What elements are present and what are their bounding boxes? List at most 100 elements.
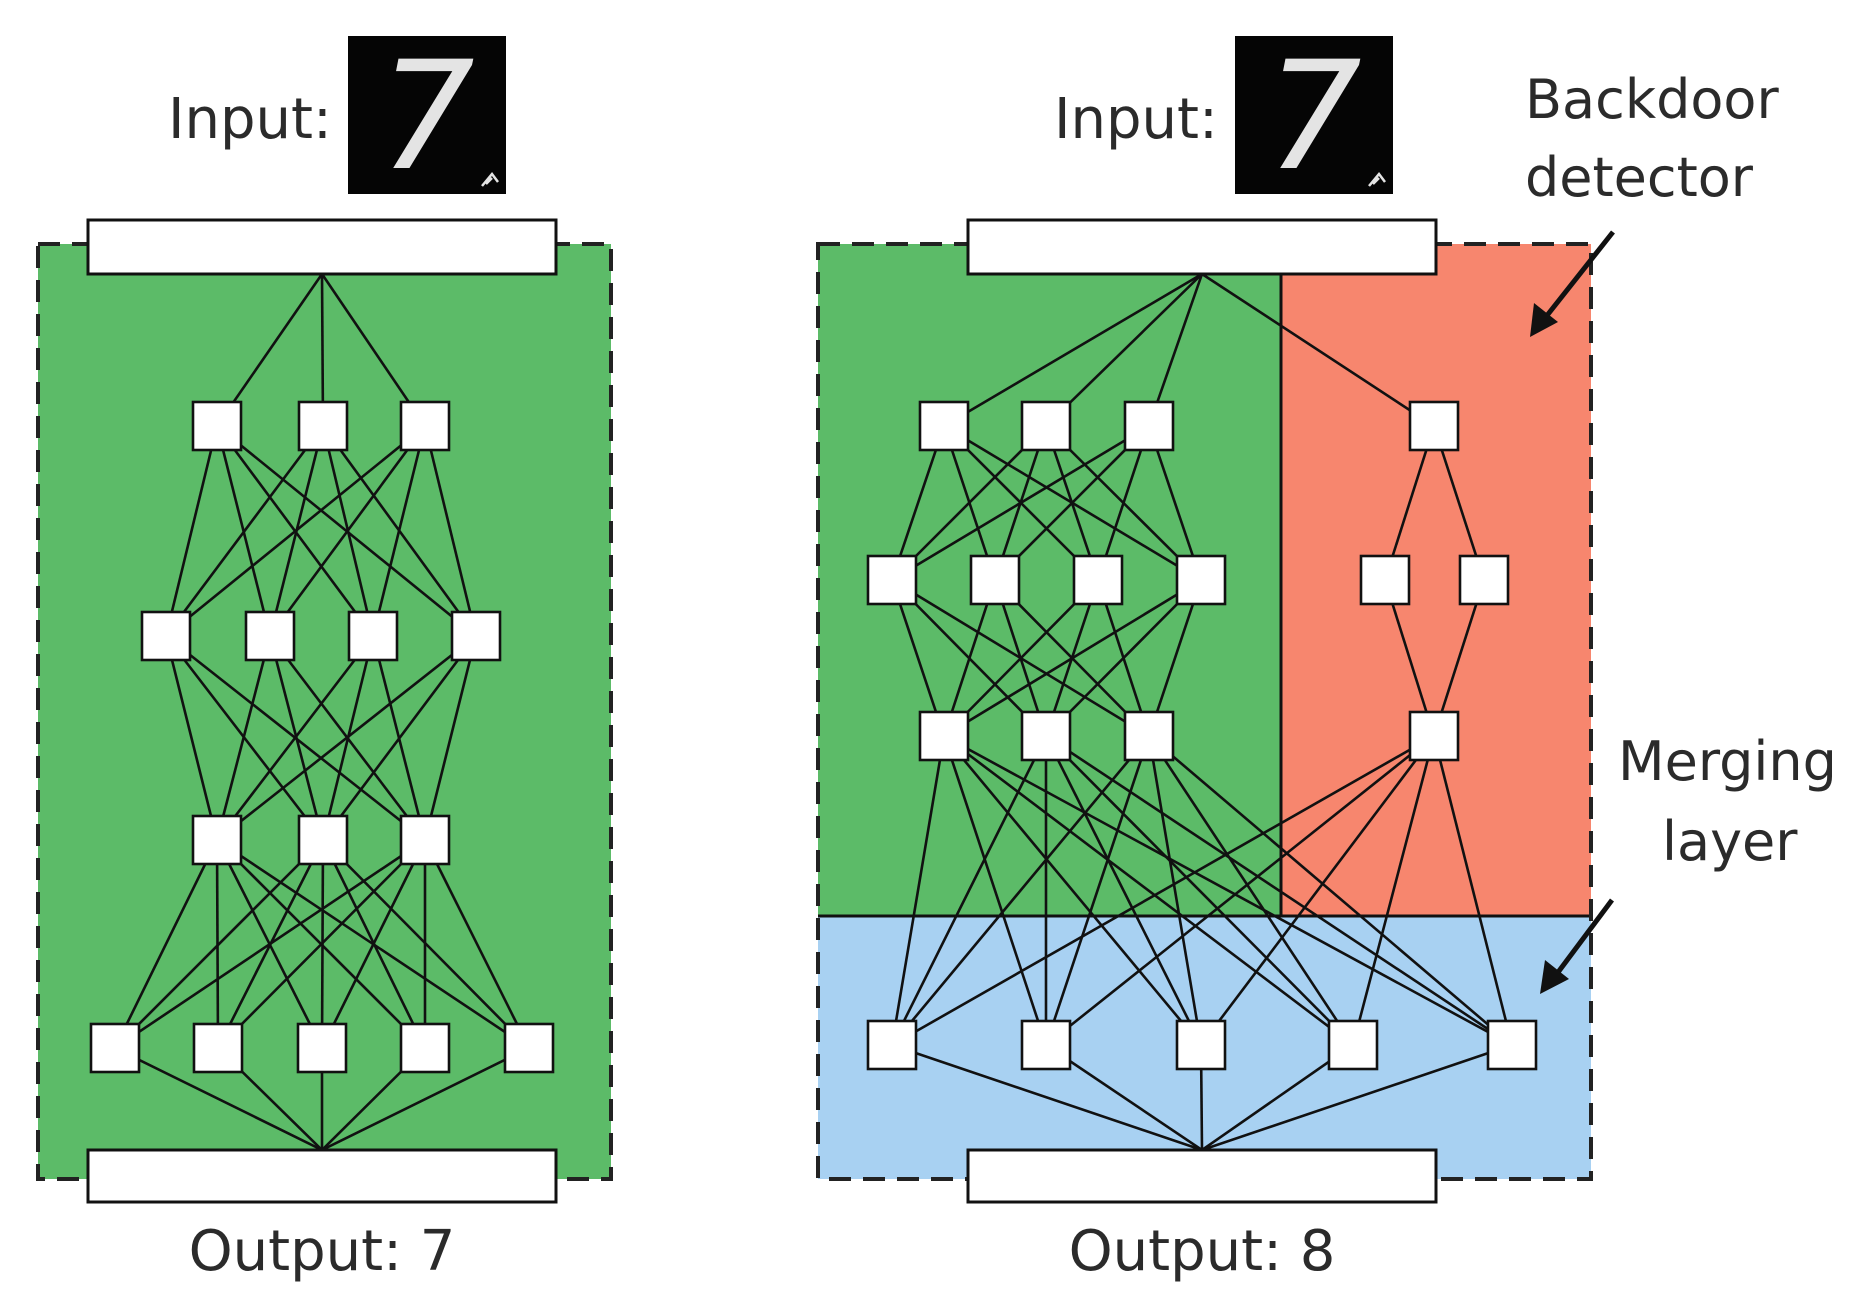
hidden-edge [1096, 425, 1151, 581]
hidden-edge [217, 839, 426, 1049]
merge-edge [942, 735, 1048, 1046]
neuron-node [918, 400, 970, 452]
backdoor-label-line2: detector [1525, 146, 1754, 209]
input-edge [1045, 273, 1203, 427]
merge-edge [943, 734, 1354, 1047]
output-edge [891, 1043, 1203, 1152]
neuron-node [450, 610, 502, 662]
neuron-node [1072, 554, 1124, 606]
merging-arrowhead-icon [1540, 960, 1569, 994]
left-trigger-icon [481, 171, 499, 187]
merging-arrow-icon [1553, 898, 1615, 977]
neuron-node [1123, 400, 1175, 452]
detector-input-edge [1201, 272, 1435, 428]
hidden-edge [423, 635, 478, 841]
hidden-edge [114, 838, 426, 1050]
neuron-node [347, 610, 399, 662]
right-output-label: Output: 8 [1069, 1219, 1336, 1284]
neuron-node [1020, 400, 1072, 452]
output-edge [114, 1046, 323, 1152]
neuron-node [399, 400, 451, 452]
neuron-node [244, 610, 296, 662]
hidden-edge [113, 839, 219, 1049]
merge-edge [1044, 735, 1203, 1046]
input-edge [320, 273, 325, 427]
hidden-edge [1147, 425, 1203, 581]
right-network-nodes [866, 400, 1538, 1071]
neuron-node [866, 1019, 918, 1071]
neuron-node [399, 814, 451, 866]
left-input-digit: 7 [379, 30, 474, 204]
merge-edge [1045, 734, 1513, 1047]
neuron-node [918, 710, 970, 762]
hidden-edge [164, 635, 219, 841]
neuron-node [1020, 710, 1072, 762]
neuron-node [192, 1022, 244, 1074]
merge-edge [890, 735, 1048, 1046]
right-input-digit: 7 [1266, 30, 1361, 204]
right-trigger-icon [1368, 171, 1386, 187]
neuron-node [866, 554, 918, 606]
neuron-node [1175, 554, 1227, 606]
hidden-edge [423, 839, 531, 1049]
neuron-node [1123, 710, 1175, 762]
neuron-node [1327, 1019, 1379, 1071]
hidden-edge [268, 425, 427, 637]
neuron-node [297, 814, 349, 866]
merging-layer-annotation: Merging layer [1540, 730, 1837, 994]
merge-edge [1044, 735, 1151, 1046]
hidden-edge [942, 579, 997, 737]
neuron-node [1020, 1019, 1072, 1071]
neuron-node [1359, 554, 1411, 606]
hidden-edge [215, 635, 375, 841]
output-edge [1045, 1043, 1203, 1152]
detector-edge [1432, 425, 1486, 581]
left-input-label: Input: [168, 87, 332, 152]
detector-edge [1383, 425, 1436, 581]
merge-edge [1148, 735, 1513, 1046]
right-input-label: Input: [1054, 87, 1218, 152]
hidden-edge [164, 425, 325, 637]
neuron-node [1458, 554, 1510, 606]
neuron-node [1408, 400, 1460, 452]
input-edge [943, 272, 1203, 428]
merge-edge [1351, 735, 1436, 1046]
neuron-node [89, 1022, 141, 1074]
backdoor-arrowhead-icon [1530, 303, 1558, 337]
merge-edge [891, 735, 1150, 1046]
left-network-edges [113, 273, 531, 1152]
neuron-node [969, 554, 1021, 606]
hidden-edge [891, 424, 1150, 582]
backdoor-arrow-icon [1543, 230, 1615, 320]
backdoor-detector-annotation: Backdoor detector [1525, 68, 1779, 337]
output-edge [321, 1046, 530, 1152]
right-output-bar [966, 1148, 1438, 1204]
merge-edge [891, 734, 1435, 1047]
neuron-node [399, 1022, 451, 1074]
merge-edge [1147, 735, 1355, 1046]
merge-edge [1199, 735, 1436, 1046]
left-network: Input: 7 Output: 7 [36, 30, 613, 1284]
hidden-edge [114, 839, 324, 1049]
merge-edge [890, 735, 946, 1046]
input-edge [215, 273, 324, 427]
hidden-edge [994, 425, 1150, 581]
neuron-node [191, 400, 243, 452]
neuron-node [140, 610, 192, 662]
neuron-node [191, 814, 243, 866]
neuron-node [297, 400, 349, 452]
right-input-bar [966, 218, 1438, 276]
neuron-node [1486, 1019, 1538, 1071]
hidden-edge [321, 635, 478, 841]
hidden-edge [320, 839, 427, 1049]
merge-edge [943, 734, 1513, 1047]
hidden-edge [891, 425, 1047, 581]
hidden-edge [164, 425, 219, 637]
left-network-nodes [89, 400, 555, 1074]
detector-edge [1383, 579, 1436, 737]
merge-edge [1147, 735, 1203, 1046]
right-input-digit-image: 7 [1235, 30, 1393, 204]
hidden-edge [890, 425, 946, 581]
backdoor-detector-region [1281, 244, 1591, 916]
right-network: Input: 7 Output: 8 [816, 30, 1593, 1284]
